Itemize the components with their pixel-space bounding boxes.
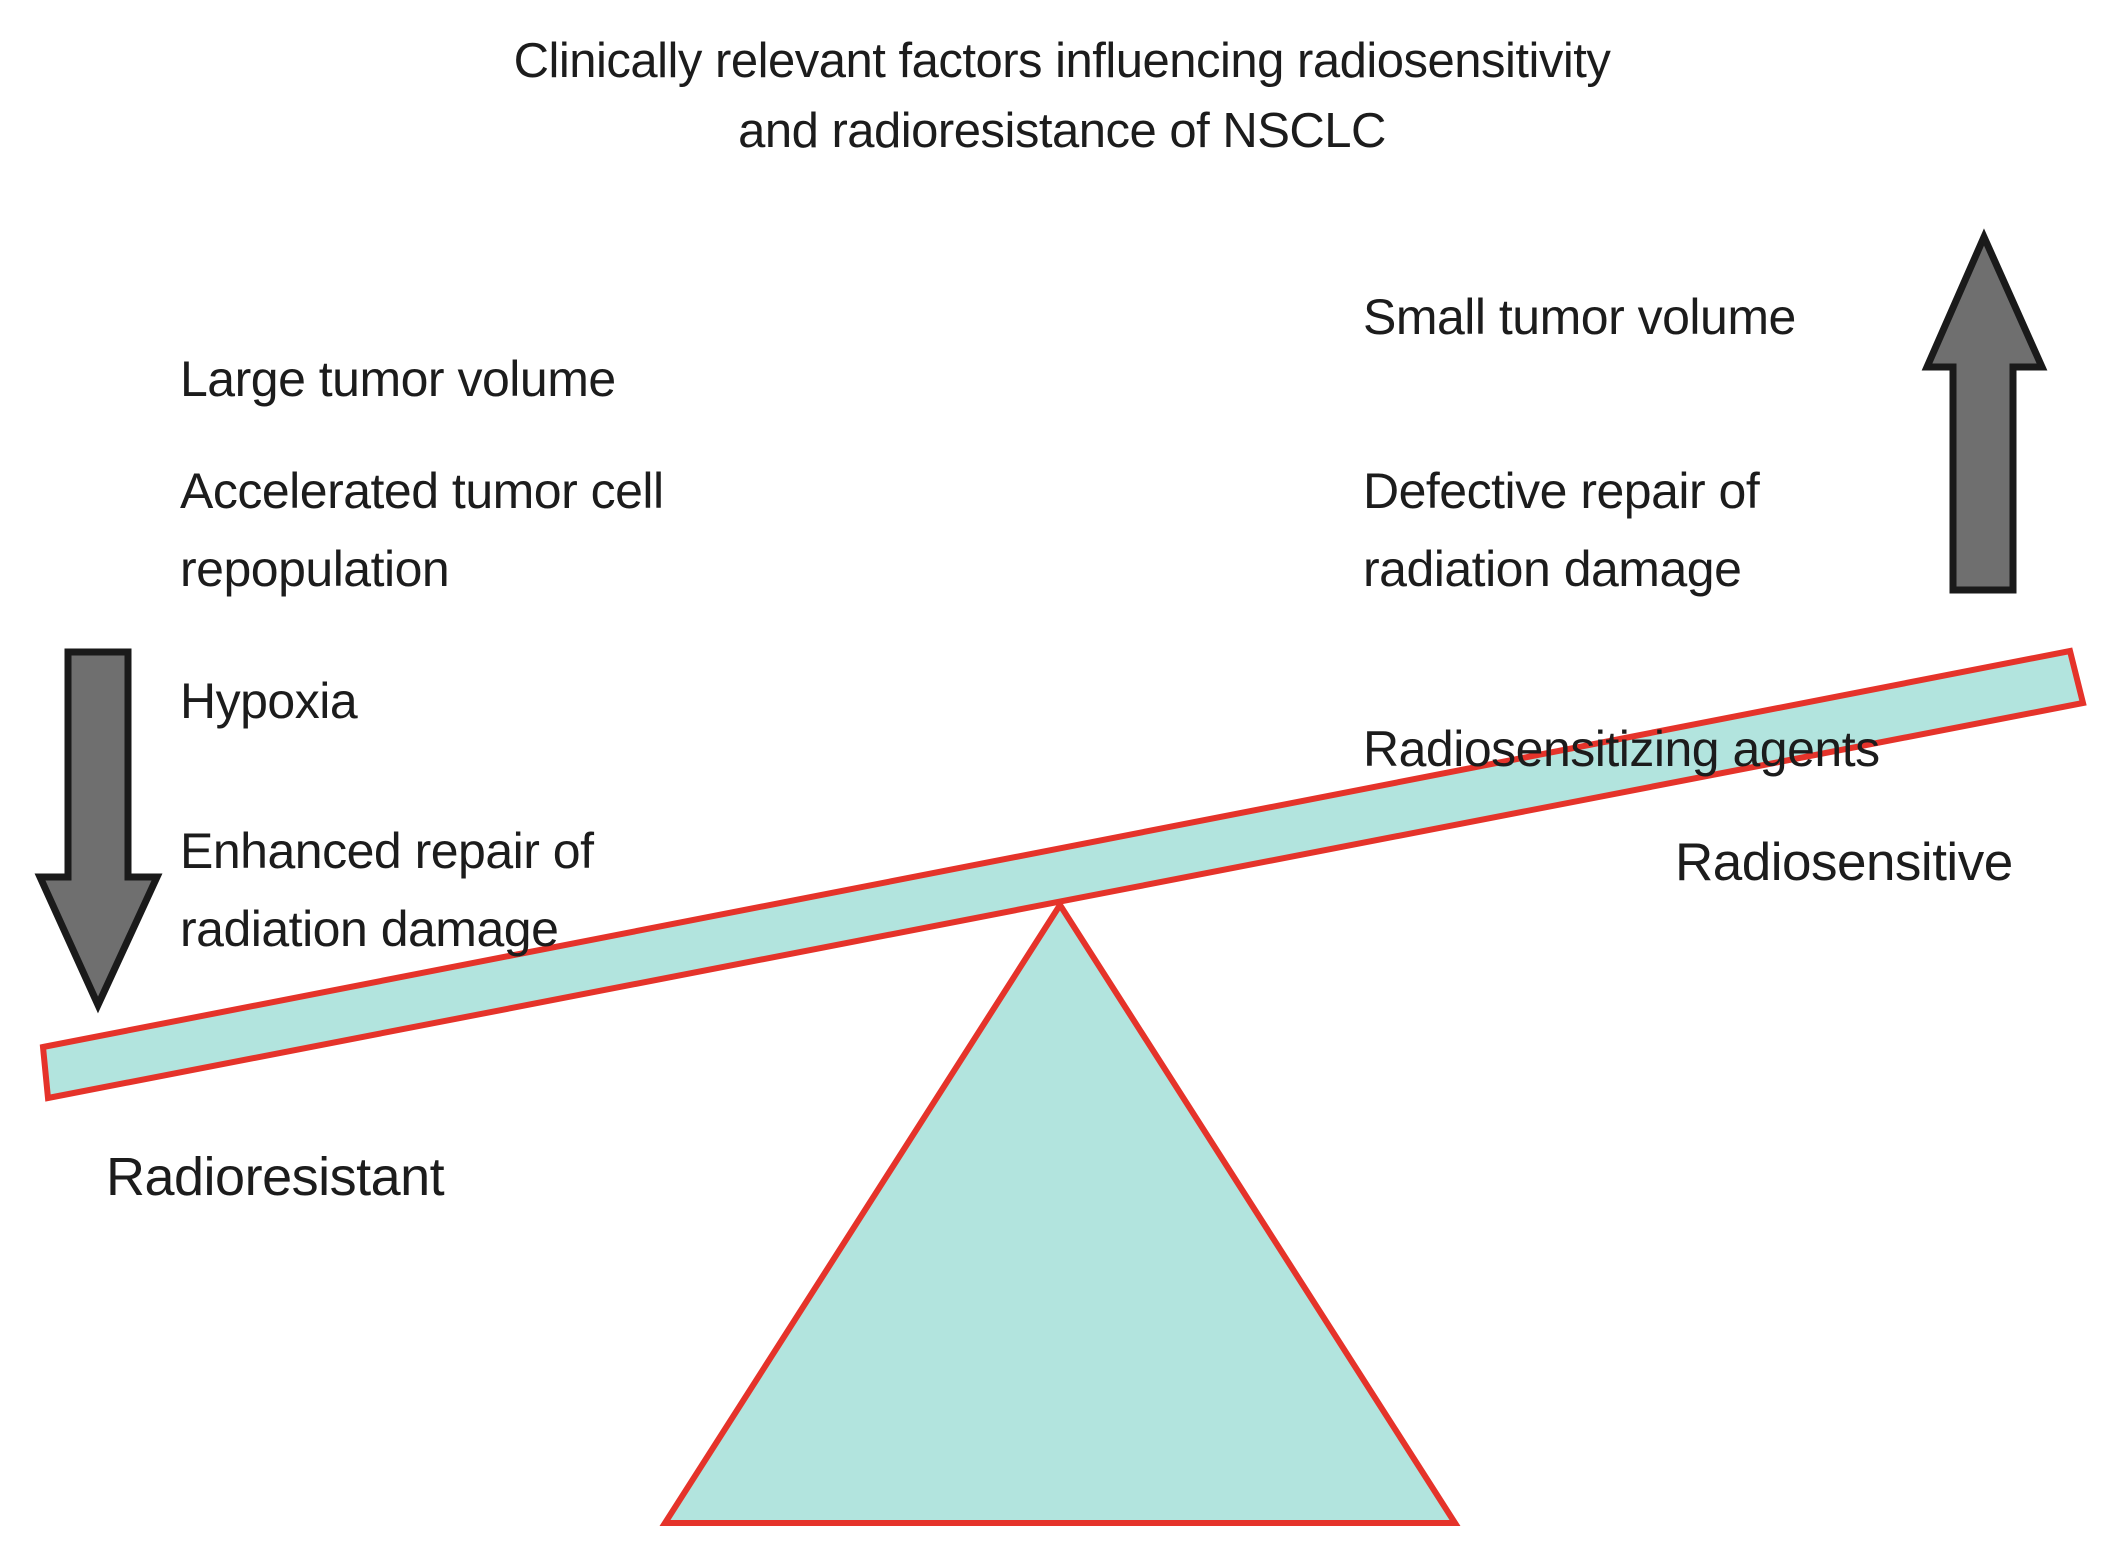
- diagram-title-line2: and radioresistance of NSCLC: [738, 104, 1386, 158]
- factor-line: Accelerated tumor cell: [180, 463, 664, 519]
- factor-enhanced-repair: Enhanced repair of radiation damage: [180, 812, 594, 968]
- diagram-title: Clinically relevant factors influencing …: [0, 26, 2124, 166]
- radiosensitive-label: Radiosensitive: [1675, 833, 2013, 892]
- factor-radiosensitizing-agents: Radiosensitizing agents: [1363, 710, 1880, 788]
- factor-defective-repair: Defective repair of radiation damage: [1363, 452, 1760, 608]
- fulcrum-triangle: [659, 899, 1461, 1526]
- factor-line: Hypoxia: [180, 673, 358, 729]
- factor-line: radiation damage: [1363, 541, 1742, 597]
- factor-line: Defective repair of: [1363, 463, 1760, 519]
- factor-line: Small tumor volume: [1363, 289, 1796, 345]
- diagram-title-line1: Clinically relevant factors influencing …: [513, 34, 1611, 88]
- factor-line: Large tumor volume: [180, 351, 616, 407]
- factor-line: repopulation: [180, 541, 450, 597]
- seesaw-plank: [39, 647, 2087, 1102]
- factor-line: Enhanced repair of: [180, 823, 594, 879]
- factor-large-tumor-volume: Large tumor volume: [180, 340, 616, 418]
- up-arrow-icon: [1921, 228, 2048, 594]
- factor-hypoxia: Hypoxia: [180, 662, 358, 740]
- factor-small-tumor-volume: Small tumor volume: [1363, 278, 1796, 356]
- down-arrow-icon: [34, 648, 163, 1014]
- radioresistant-label: Radioresistant: [106, 1147, 445, 1207]
- factor-line: Radiosensitizing agents: [1363, 721, 1880, 777]
- factor-line: radiation damage: [180, 901, 559, 957]
- factor-accelerated-repopulation: Accelerated tumor cell repopulation: [180, 452, 664, 608]
